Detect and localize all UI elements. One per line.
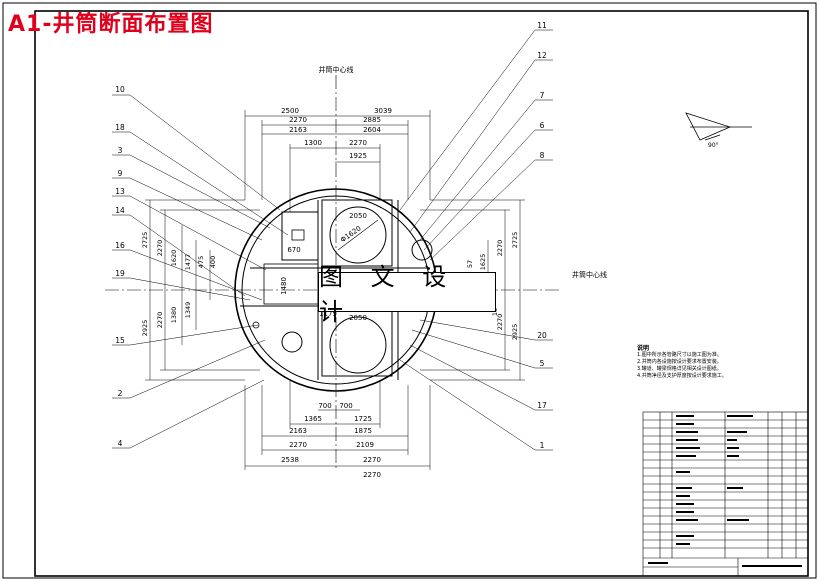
- dim-top-0: 2500: [281, 107, 299, 115]
- dim-right-1: 2270: [496, 240, 504, 257]
- dim-top-8: 1925: [349, 152, 367, 160]
- dim-right-2: 1625: [479, 254, 487, 271]
- dim-bottom-9: 2109: [356, 441, 374, 449]
- leader-lines-left: [112, 94, 289, 449]
- bucket-top-diameter: [337, 219, 379, 251]
- angle-label: 90°: [708, 142, 719, 149]
- callout-left-9: 2: [118, 389, 123, 398]
- drawing-notes: 说明 1.图中所示各管路尺寸以施工图为准。 2.井筒内各设施按设计要求布置安装。…: [637, 345, 727, 380]
- callout-labels-right: 11 12 7 6 8 20 5 17 1: [537, 21, 547, 450]
- notes-line-1: 1.图中所示各管路尺寸以施工图为准。: [637, 352, 722, 358]
- callout-labels-left: 10 18 3 9 13 14 16 19 15 2 4: [115, 85, 125, 448]
- dim-inner-3: 1175: [319, 310, 337, 318]
- callout-left-1: 18: [115, 123, 125, 132]
- pipe-bottom-left: [281, 331, 303, 353]
- dim-bottom-3: 1725: [354, 415, 372, 423]
- ladder-inner: [291, 229, 305, 241]
- sheet-inner-border: [34, 10, 809, 577]
- dim-inner-2: 670: [287, 246, 300, 254]
- dim-top-3: 2885: [363, 116, 381, 124]
- dim-top-5: 2604: [363, 126, 381, 134]
- horizontal-centerline-label: 井筒中心线: [572, 270, 607, 279]
- callout-left-4: 13: [115, 187, 125, 196]
- pipe-small-left: [252, 321, 260, 329]
- title-block: [642, 411, 809, 577]
- callout-left-2: 3: [118, 146, 123, 155]
- dim-left-7: 2270: [156, 312, 164, 329]
- dim-left-8: 1380: [170, 307, 178, 324]
- title-block-fills: [648, 415, 802, 567]
- dim-right-5: 2270: [496, 314, 504, 331]
- pipe-top-right: [411, 239, 433, 261]
- callout-left-6: 16: [115, 241, 125, 250]
- notes-line-4: 4.井筒净径及支护厚度按设计要求施工。: [637, 373, 727, 379]
- bucket-bottom: [329, 316, 387, 374]
- dim-left-5: 400: [209, 256, 217, 268]
- cage-top: [321, 199, 393, 267]
- dim-bottom-0: 700: [318, 402, 331, 410]
- bottom-dim-labels: 700 700 1365 1725 2163 1875 2270 2270 25…: [281, 402, 381, 479]
- callout-right-7: 17: [537, 401, 547, 410]
- callout-right-2: 7: [540, 91, 545, 100]
- notes-line-2: 2.井筒内各设施按设计要求布置安装。: [637, 359, 722, 365]
- dim-top-1: 3039: [374, 107, 392, 115]
- callout-left-3: 9: [118, 169, 123, 178]
- dim-right-0: 2725: [511, 232, 519, 249]
- dim-left-2: 1620: [170, 250, 178, 267]
- callout-right-6: 5: [540, 359, 545, 368]
- dim-left-0: 2725: [141, 232, 149, 249]
- callout-right-0: 11: [537, 21, 547, 30]
- dim-right-6: 16: [491, 308, 499, 316]
- callout-right-3: 6: [540, 121, 545, 130]
- callout-left-10: 4: [118, 439, 123, 448]
- callout-right-1: 12: [537, 51, 547, 60]
- drawing-title: A1-井筒断面布置图: [8, 12, 214, 37]
- dim-bottom-1: 700: [339, 402, 352, 410]
- dim-left-1: 2270: [156, 240, 164, 257]
- notes-title: 说明: [637, 345, 650, 352]
- top-dim-labels: 2500 3039 2270 2885 2163 2604 1300 2270 …: [281, 107, 392, 160]
- callout-right-4: 8: [540, 151, 545, 160]
- callout-right-5: 20: [537, 331, 547, 340]
- north-arrow: [685, 112, 752, 141]
- callout-left-0: 10: [115, 85, 125, 94]
- dim-bottom-5: 1875: [354, 427, 372, 435]
- dim-top-2: 2270: [289, 116, 307, 124]
- dim-bottom-10: 2270: [363, 471, 381, 479]
- dim-bottom-8: 2538: [281, 456, 299, 464]
- dim-bottom-2: 1365: [304, 415, 322, 423]
- dim-left-9: 1349: [184, 302, 192, 319]
- dim-top-4: 2163: [289, 126, 307, 134]
- dim-right-3: 57: [466, 260, 474, 268]
- dim-bottom-6: 2270: [289, 441, 307, 449]
- dim-right-4: 2925: [511, 324, 519, 341]
- bucket-top: [329, 206, 387, 264]
- bottom-dimensions: [244, 380, 431, 470]
- pipe-compartment-left: [263, 263, 319, 305]
- dim-inner-0: 2050: [349, 212, 367, 220]
- leader-lines-right: [399, 29, 553, 451]
- dim-bottom-4: 2163: [289, 427, 307, 435]
- dim-left-3: 1477: [184, 254, 192, 271]
- notes-line-3: 3.罐道、罐梁规格详见相关设计图纸。: [637, 366, 722, 372]
- callout-left-8: 15: [115, 336, 125, 345]
- right-dim-labels: 2725 2270 1625 57 2925 2270 16: [466, 232, 519, 341]
- dim-bottom-7: 2270: [363, 456, 381, 464]
- dim-top-7: 2270: [349, 139, 367, 147]
- dim-left-6: 2925: [141, 320, 149, 337]
- dim-left-4: 475: [197, 256, 205, 268]
- callout-left-7: 19: [115, 269, 125, 278]
- dim-inner-4: 1480: [280, 277, 288, 295]
- callout-left-5: 14: [115, 206, 125, 215]
- callout-right-8: 1: [540, 441, 545, 450]
- vertical-centerline-label: 井筒中心线: [319, 65, 354, 74]
- dim-inner-1: 2050: [349, 314, 367, 322]
- dim-top-6: 1300: [304, 139, 322, 147]
- top-dimensions: [244, 110, 431, 212]
- left-dim-labels: 2725 2270 1620 1477 475 400 2925 2270 13…: [141, 232, 217, 337]
- left-dimensions: [145, 199, 260, 381]
- watermark-stamp: 图 文 设 计: [318, 263, 496, 326]
